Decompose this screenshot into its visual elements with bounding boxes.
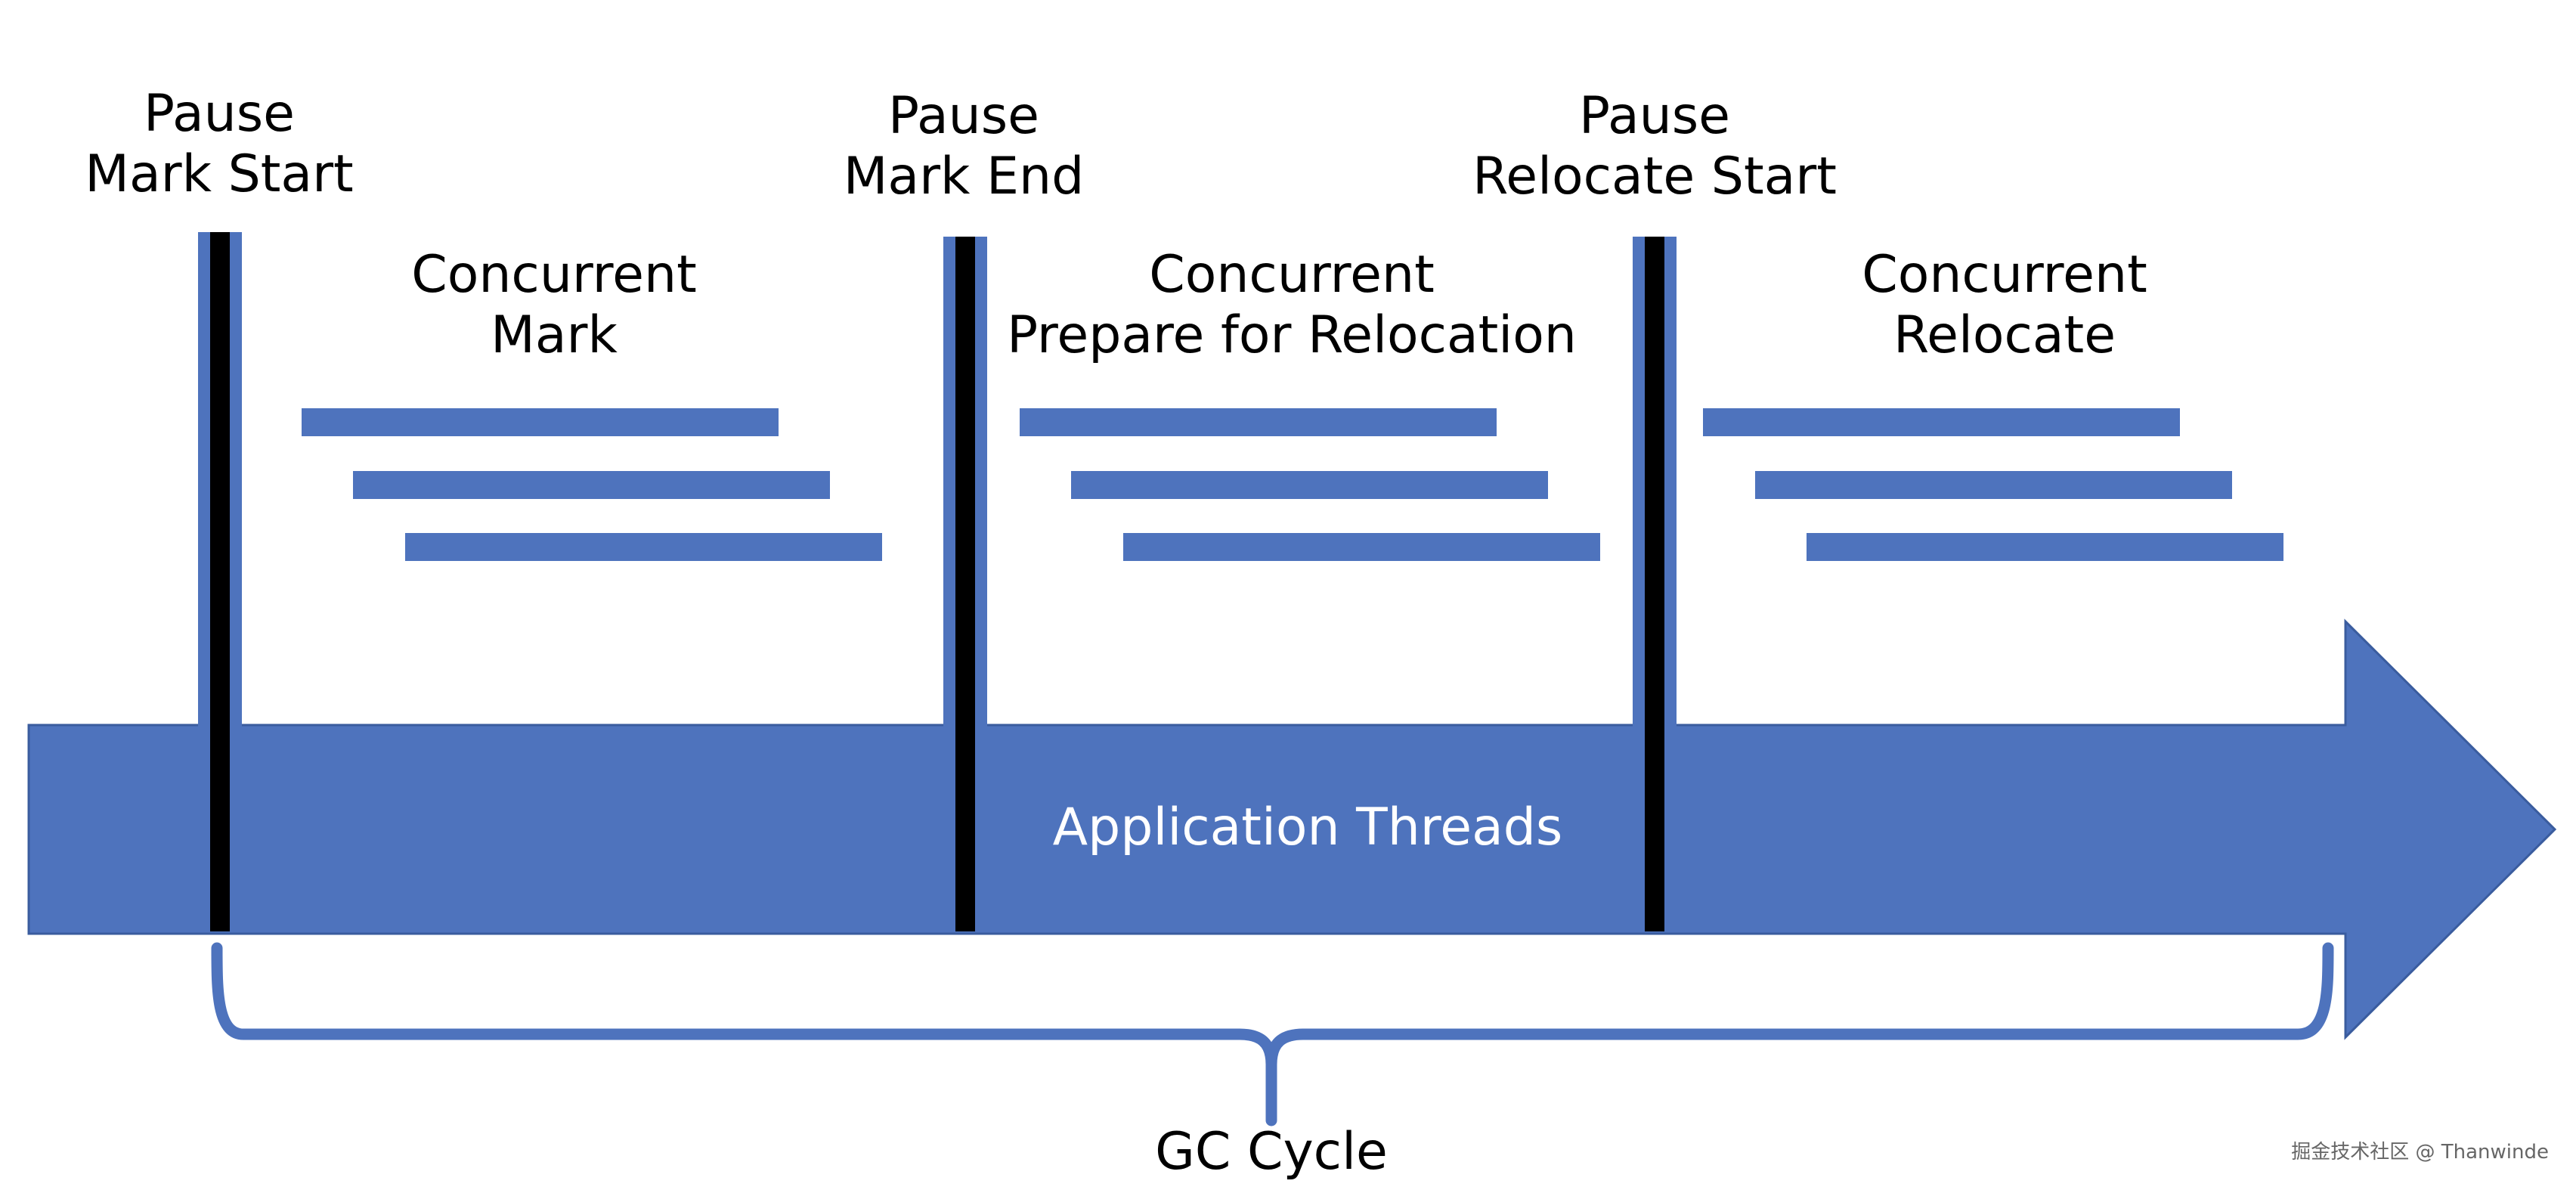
pause-label-line1: Pause	[888, 86, 1039, 146]
gc-cycle-bracket	[211, 942, 2334, 1126]
phase-label-line1: Concurrent	[1862, 245, 2147, 305]
phase-concurrent-relocate: Concurrent Relocate	[1703, 245, 2283, 561]
phase-label-line2: Prepare for Relocation	[1007, 305, 1577, 365]
gc-thread-bar	[1703, 408, 2180, 436]
gc-thread-bar	[1123, 533, 1600, 561]
gc-cycle-label: GC Cycle	[1155, 1122, 1388, 1182]
gc-thread-bar	[302, 408, 779, 436]
watermark: 掘金技术社区 @ Thanwinde	[2291, 1141, 2549, 1164]
pause-label-line2: Relocate Start	[1472, 147, 1837, 206]
pause-label-line1: Pause	[144, 84, 295, 144]
pause-line	[1645, 237, 1664, 931]
application-threads-arrow	[27, 618, 2557, 1040]
phase-concurrent-mark: Concurrent Mark	[302, 245, 882, 561]
pause-line	[955, 237, 975, 931]
gc-thread-bar	[1807, 533, 2283, 561]
pause-label-line2: Mark End	[844, 147, 1085, 206]
pause-label-line1: Pause	[1579, 86, 1730, 146]
gc-thread-bar	[405, 533, 882, 561]
gc-thread-bar	[1020, 408, 1497, 436]
phase-concurrent-prepare-for-relocation: Concurrent Prepare for Relocation	[1007, 245, 1600, 561]
pause-mark-end: Pause Mark End	[844, 86, 1085, 931]
application-threads-label: Application Threads	[1053, 798, 1563, 857]
gc-thread-bar	[1755, 471, 2232, 499]
pause-label-line2: Mark Start	[85, 144, 353, 204]
pause-relocate-start: Pause Relocate Start	[1472, 86, 1837, 931]
gc-thread-bar	[1071, 471, 1548, 499]
phase-label-line2: Relocate	[1893, 305, 2116, 365]
pause-mark-start: Pause Mark Start	[85, 84, 354, 931]
pause-line	[210, 232, 230, 931]
phase-label-line2: Mark	[491, 305, 618, 365]
gc-thread-bar	[353, 471, 830, 499]
phase-label-line1: Concurrent	[411, 245, 697, 305]
phase-label-line1: Concurrent	[1149, 245, 1435, 305]
